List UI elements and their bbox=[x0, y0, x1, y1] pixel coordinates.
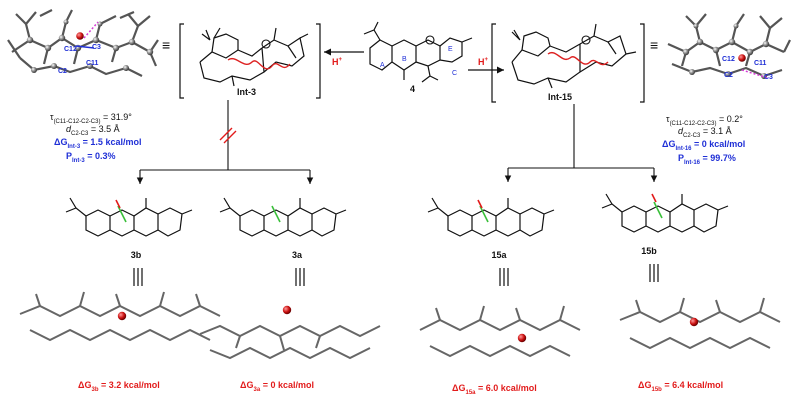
int15-equivalence-symbol: ≡ bbox=[650, 37, 658, 53]
product-3d-oxygens bbox=[117, 305, 699, 343]
int15-label: Int-15 bbox=[548, 92, 573, 102]
int3-wavy-interaction bbox=[227, 57, 291, 70]
int3-atom-label-c2: C2 bbox=[58, 68, 67, 75]
product-3a-structure bbox=[219, 197, 347, 237]
bottom-equivalence-marks bbox=[133, 264, 659, 286]
int16-population: PInt-16 = 99.7% bbox=[678, 153, 736, 166]
int3-atom-label-c11: C11 bbox=[86, 60, 99, 67]
product-3d-models bbox=[19, 291, 781, 360]
product-15b-energy: ΔG15b = 6.4 kcal/mol bbox=[638, 380, 724, 393]
proton-left: H+ bbox=[332, 57, 343, 67]
int16-c2c3-distance bbox=[741, 69, 769, 79]
compound-4-label: 4 bbox=[410, 84, 416, 94]
int3-atom-label-c3: C3 bbox=[92, 44, 101, 51]
int3-free-energy: ΔGInt-3 = 1.5 kcal/mol bbox=[54, 137, 142, 150]
ring-label-a: A bbox=[380, 62, 385, 69]
product-15a-structure bbox=[427, 197, 555, 237]
int3-population: PInt-3 = 0.3% bbox=[66, 151, 116, 164]
int15-structure bbox=[491, 23, 645, 103]
int3-torsion: τ(C11-C12-C2-C3) = 31.9° bbox=[50, 112, 132, 125]
ring-label-c: C bbox=[452, 70, 458, 77]
ring-label-b: B bbox=[402, 56, 407, 63]
int3-c2c3-distance bbox=[83, 21, 99, 39]
product-highlights bbox=[115, 193, 663, 223]
int16-atom-label-c12: C12 bbox=[722, 56, 735, 63]
int16-torsion: τ(C11-C12-C2-C3) = 0.2° bbox=[666, 114, 743, 127]
product-15b-label: 15b bbox=[641, 246, 657, 256]
product-15a-energy: ΔG15a = 6.0 kcal/mol bbox=[452, 383, 537, 396]
int16-atom-label-c3: C3 bbox=[764, 74, 773, 81]
int16-3d-atoms bbox=[682, 23, 770, 79]
int3-distance: dC2-C3 = 3.5 Å bbox=[66, 124, 120, 137]
blocked-pathway-mark bbox=[219, 127, 237, 144]
product-3b-energy: ΔG3b = 3.2 kcal/mol bbox=[78, 380, 160, 393]
ring-label-e: E bbox=[448, 46, 453, 53]
int16-distance: dC2-C3 = 3.1 Å bbox=[678, 126, 732, 139]
int3-3d-model bbox=[7, 9, 159, 77]
product-3a-label: 3a bbox=[291, 250, 303, 260]
int16-3d-model bbox=[667, 13, 791, 78]
int3-equivalence-symbol: ≡ bbox=[162, 37, 170, 53]
int3-label: Int-3 bbox=[237, 87, 256, 97]
product-3a-energy: ΔG3a = 0 kcal/mol bbox=[240, 380, 314, 393]
proton-right: H+ bbox=[478, 57, 489, 67]
int16-atom-label-c11: C11 bbox=[754, 60, 767, 67]
product-15b-structure bbox=[601, 193, 729, 233]
product-15a-label: 15a bbox=[491, 250, 507, 260]
int16-free-energy: ΔGInt-16 = 0 kcal/mol bbox=[662, 139, 746, 152]
int3-atom-label-c12: C12 bbox=[64, 46, 77, 53]
int16-atom-label-c2: C2 bbox=[724, 72, 733, 79]
int15-wavy-interaction bbox=[547, 51, 609, 66]
product-3b-label: 3b bbox=[130, 250, 142, 260]
int3-structure bbox=[179, 23, 321, 99]
product-3b-structure bbox=[65, 197, 193, 237]
